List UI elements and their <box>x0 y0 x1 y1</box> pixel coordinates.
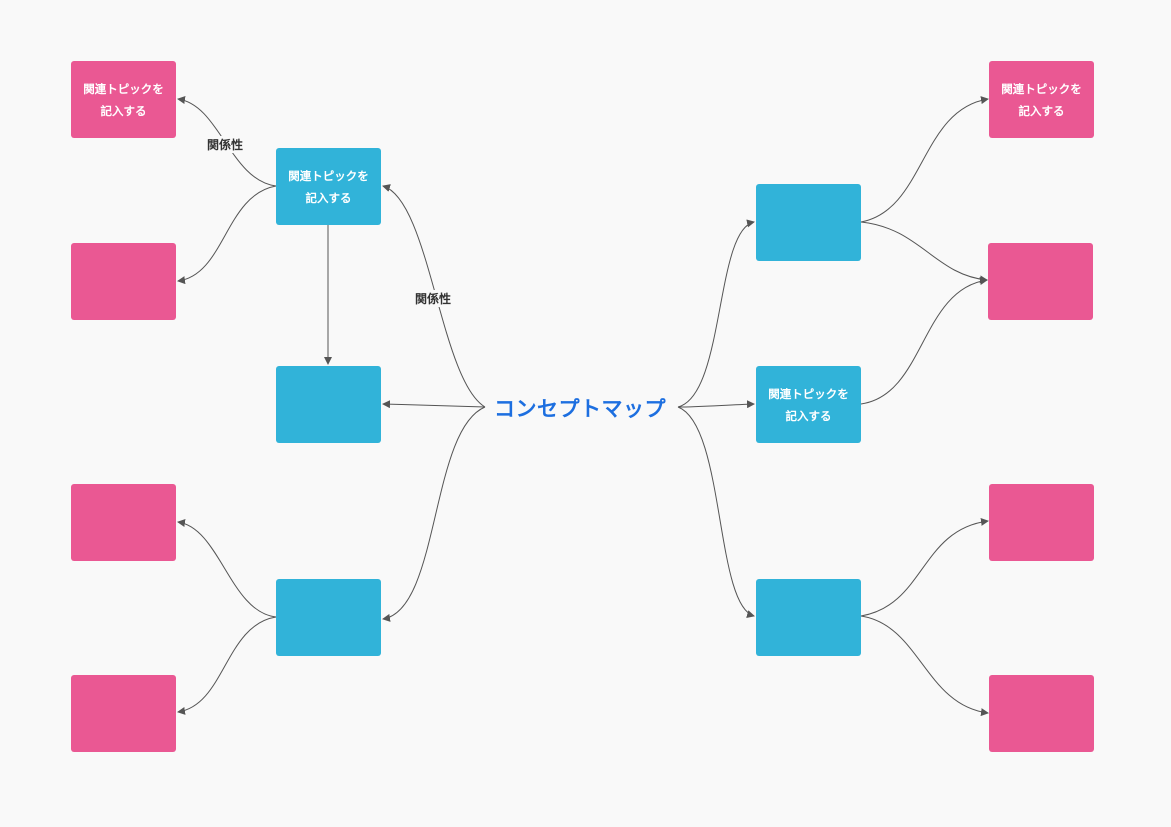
connector-right-bottom-to-sub-2 <box>860 615 989 717</box>
topic-node-right-top[interactable] <box>756 184 861 261</box>
subtopic-node-left-top-2[interactable] <box>71 243 176 320</box>
subtopic-node-left-bottom-1[interactable] <box>71 484 176 561</box>
subtopic-node-label: 関連トピックを 記入する <box>83 81 164 118</box>
subtopic-node-left-top-1[interactable]: 関連トピックを 記入する <box>71 61 176 138</box>
topic-node-left-bottom[interactable] <box>276 579 381 656</box>
topic-node-label: 関連トピックを 記入する <box>768 386 849 423</box>
topic-node-left-top[interactable]: 関連トピックを 記入する <box>276 148 381 225</box>
edge-label-relationship-top-left[interactable]: 関係性 <box>206 136 245 153</box>
connector-center-to-right-top <box>677 219 755 408</box>
connector-left-bottom-to-sub-1 <box>177 519 277 618</box>
topic-node-right-middle[interactable]: 関連トピックを 記入する <box>756 366 861 443</box>
connector-center-to-right-bottom <box>677 406 755 618</box>
subtopic-node-left-bottom-2[interactable] <box>71 675 176 752</box>
connector-right-bottom-to-sub-1 <box>860 517 989 617</box>
connector-center-to-left-middle <box>382 400 486 409</box>
connector-right-top-to-sub-2 <box>860 221 988 284</box>
connector-center-to-left-bottom <box>382 406 486 622</box>
subtopic-node-right-top-1[interactable]: 関連トピックを 記入する <box>989 61 1094 138</box>
topic-node-right-bottom[interactable] <box>756 579 861 656</box>
topic-node-left-middle[interactable] <box>276 366 381 443</box>
connector-right-middle-to-top-sub-2 <box>860 277 988 405</box>
central-concept-label: コンセプトマップ <box>494 397 666 421</box>
subtopic-node-right-bottom-2[interactable] <box>989 675 1094 752</box>
subtopic-node-right-bottom-1[interactable] <box>989 484 1094 561</box>
connector-left-bottom-to-sub-2 <box>177 616 277 715</box>
connector-center-to-right-middle <box>677 400 755 409</box>
topic-node-label: 関連トピックを 記入する <box>288 168 369 205</box>
connector-left-top-to-sub-2 <box>177 185 277 285</box>
central-concept[interactable]: コンセプトマップ <box>470 390 690 426</box>
connector-right-top-to-sub-1 <box>860 96 989 223</box>
edge-label-relationship-center[interactable]: 関係性 <box>414 290 453 307</box>
subtopic-node-label: 関連トピックを 記入する <box>1001 81 1082 118</box>
subtopic-node-right-top-2[interactable] <box>988 243 1093 320</box>
